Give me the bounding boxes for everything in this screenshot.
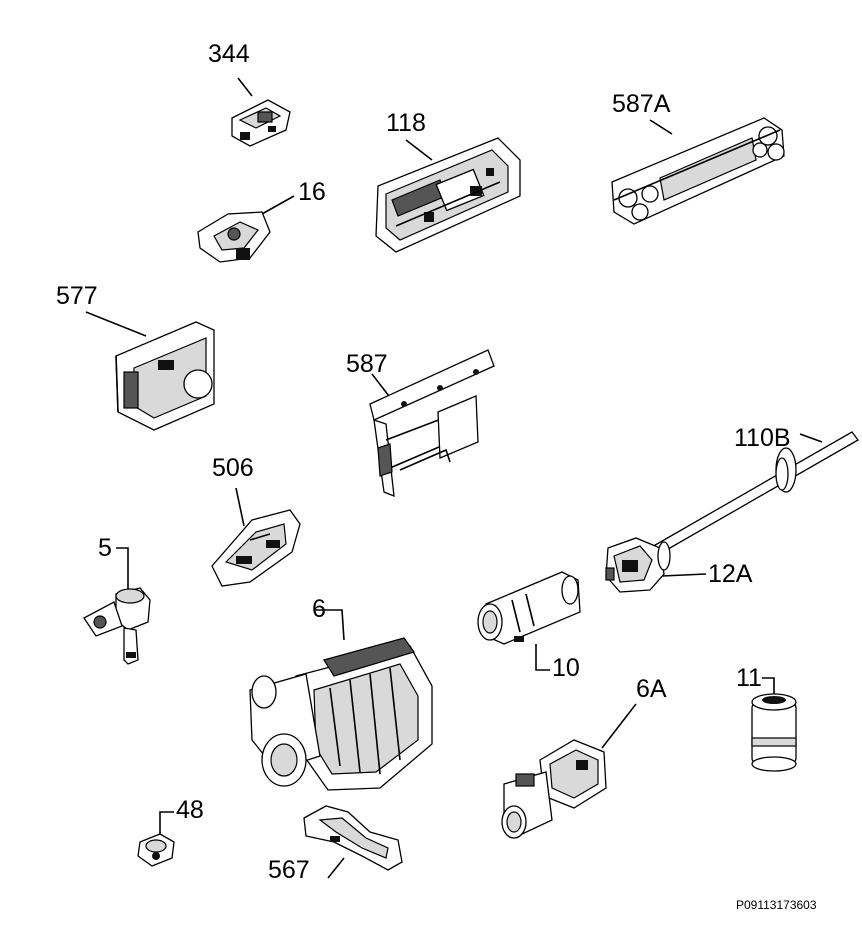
part-6-drawing (249, 609, 433, 791)
label-6: 6 (312, 595, 326, 623)
part-577-drawing (85, 311, 215, 431)
part-587A-drawing (611, 117, 785, 225)
part-11-drawing (751, 677, 797, 772)
label-10: 10 (552, 654, 580, 682)
part-118-drawing (375, 137, 521, 253)
drawing-code: P09113173603 (736, 898, 817, 912)
label-48: 48 (176, 796, 204, 824)
label-16: 16 (298, 178, 326, 206)
part-587-drawing (369, 349, 495, 498)
label-344: 344 (208, 40, 250, 68)
label-12A: 12A (708, 560, 753, 588)
label-118: 118 (386, 109, 426, 137)
label-577: 577 (56, 282, 98, 310)
label-6A: 6A (636, 675, 667, 703)
part-567-drawing (303, 805, 403, 879)
part-506-drawing (211, 487, 301, 587)
part-344-drawing (231, 77, 291, 147)
label-587: 587 (346, 350, 388, 378)
part-5-drawing (83, 547, 151, 665)
part-110B-drawing (649, 431, 859, 557)
label-506: 506 (212, 454, 254, 482)
part-6A-drawing (501, 703, 637, 839)
part-16-drawing (197, 195, 295, 263)
label-11: 11 (736, 664, 762, 692)
label-587A: 587A (612, 90, 671, 118)
part-10-drawing (477, 571, 581, 671)
label-110B: 110B (734, 424, 791, 452)
label-5: 5 (98, 534, 112, 562)
part-12A-drawing (605, 537, 707, 593)
label-567: 567 (268, 856, 310, 884)
part-48-drawing (137, 811, 175, 867)
